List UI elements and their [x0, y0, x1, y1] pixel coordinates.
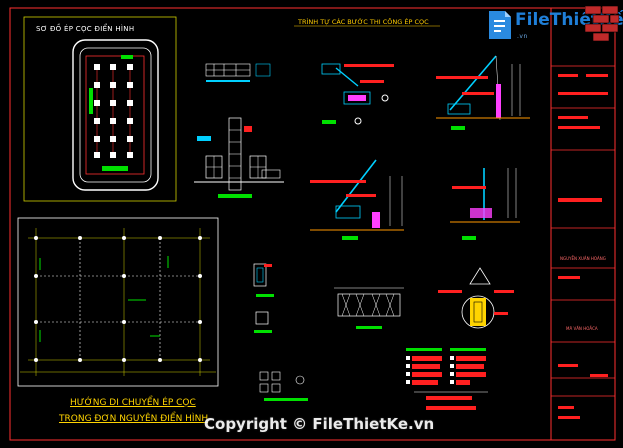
step1-crane: [321, 63, 394, 125]
crane-elevation-left: [194, 117, 284, 198]
title-block: [550, 7, 616, 441]
filethietke-logo: FileThiếtKế .vn: [481, 2, 623, 48]
section-detail-top: [205, 63, 271, 82]
designer-name: NGUYỄN XUÂN HOÀNG: [560, 256, 606, 261]
step2-crane: [436, 55, 530, 130]
copyright-watermark: Copyright © FileThietKe.vn: [204, 415, 435, 433]
logo-mark-icon: [489, 11, 511, 39]
legend-table: [406, 348, 488, 410]
move-direction-title-line1: HƯỚNG DI CHUYỂN ÉP CỌC: [70, 398, 196, 408]
logo-sub: .vn: [517, 33, 528, 40]
pile-scheme-title: SƠ ĐỒ ÉP CỌC ĐIỂN HÌNH: [36, 25, 135, 33]
foundation-plan: [17, 217, 219, 387]
pile-splice-detail: [438, 267, 514, 329]
sheet-frame: [9, 7, 616, 441]
step3-crane: [310, 159, 404, 240]
pile-scheme-panel: [23, 16, 177, 202]
step4-pile: [450, 168, 520, 240]
pile-cage-detail: [334, 287, 404, 329]
move-direction-title-line2: TRONG ĐƠN NGUYÊN ĐIỂN HÌNH: [59, 414, 209, 424]
column-details: [253, 263, 308, 401]
sheet-code: MÃ VĂN HOẮCA: [566, 326, 598, 331]
construction-steps-title: TRÌNH TỰ CÁC BƯỚC THI CÔNG ÉP CỌC: [298, 18, 429, 26]
brick-wall-icon: [585, 6, 619, 42]
